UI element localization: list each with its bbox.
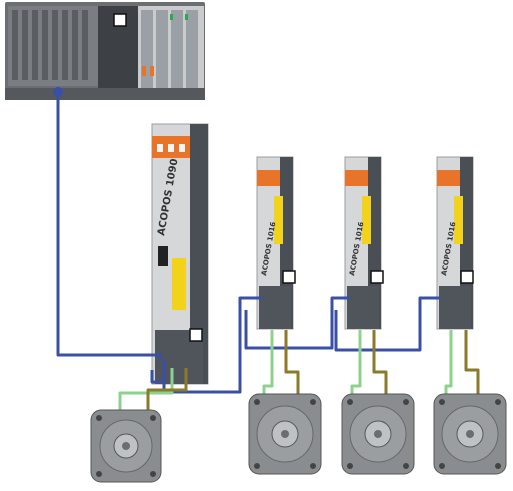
- axis-drive-1: ACOPOS 1016: [256, 156, 296, 330]
- network-port: [53, 87, 63, 97]
- warning-label: [454, 196, 463, 244]
- axis-drive-3: ACOPOS 1016: [436, 156, 474, 330]
- servo-motor-2: [341, 393, 415, 475]
- servo-motor-1: [248, 393, 322, 475]
- warning-label: [362, 196, 371, 244]
- warning-label: [274, 196, 283, 244]
- status-indicator: [113, 13, 127, 27]
- status-indicator: [282, 270, 296, 284]
- axis-drive-2: ACOPOS 1016: [344, 156, 384, 330]
- status-indicator: [370, 270, 384, 284]
- plc-controller: [5, 2, 205, 100]
- power-cables: [146, 330, 480, 412]
- servo-motor-main: [90, 409, 162, 483]
- main-drive: ACOPOS 1090: [151, 123, 209, 385]
- warning-label: [172, 258, 186, 310]
- status-indicator: [189, 328, 203, 342]
- servo-motor-3: [433, 393, 507, 475]
- network-cables: [56, 96, 440, 394]
- encoder-cables: [118, 330, 453, 410]
- status-indicator: [460, 270, 474, 284]
